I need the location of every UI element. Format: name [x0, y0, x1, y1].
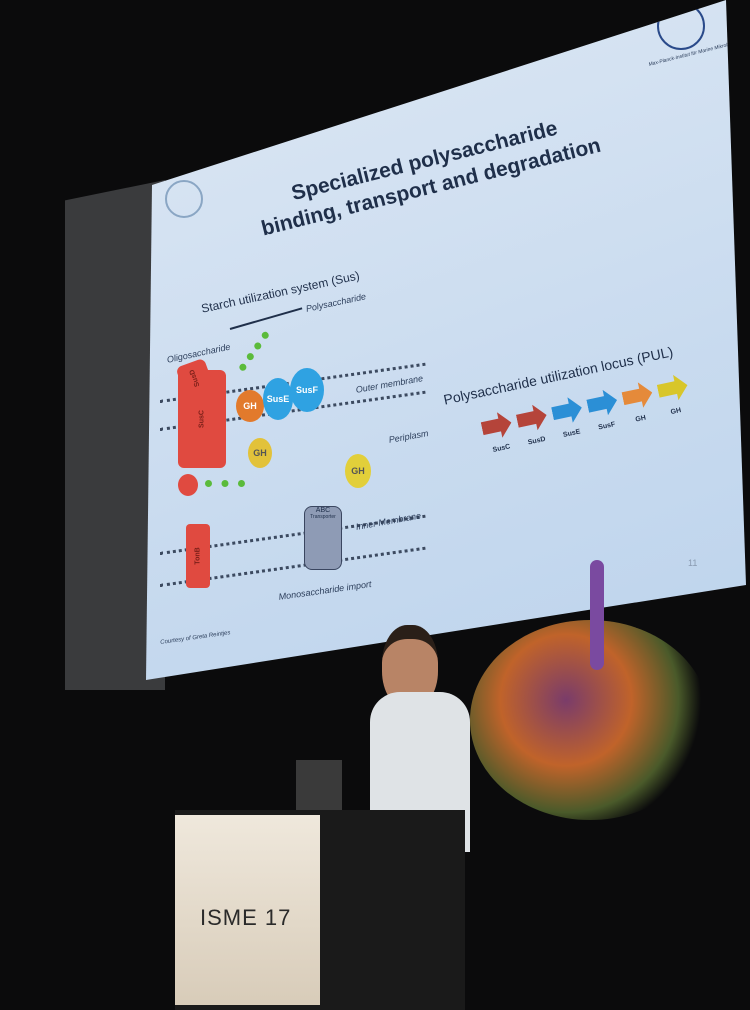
gene-arrow-suse	[550, 395, 585, 427]
page-number: 11	[688, 558, 698, 568]
tonb-protein: TonB	[186, 524, 210, 588]
arrow-line	[229, 307, 303, 330]
pul-gene-row: SusC SusD SusE SusF GH GH	[470, 322, 723, 460]
flower-arrangement	[430, 560, 750, 860]
label-periplasm: Periplasm	[388, 428, 430, 445]
susf-protein: SusF	[290, 368, 324, 412]
tonb-label: TonB	[194, 547, 202, 565]
tonb-domain	[178, 474, 198, 496]
gene-arrow-susc	[479, 410, 514, 442]
abc-label: ABC	[315, 507, 331, 514]
oligo-beads	[205, 480, 245, 495]
mpi-logo-right	[657, 2, 705, 50]
podium-sign: ISME 17	[200, 905, 292, 930]
speaker	[370, 620, 480, 852]
label-monosaccharide-import: Monosaccharide import	[278, 578, 373, 602]
gene-label: SusD	[527, 435, 547, 447]
gene-arrow-gh2	[655, 372, 690, 404]
label-polysaccharide: Polysaccharide	[305, 291, 367, 314]
gene-arrow-susd	[515, 402, 550, 434]
label-inner-membrane: Inner Membrane	[355, 510, 422, 532]
mpi-logo-left	[165, 180, 203, 218]
slide-title: Specialized polysaccharide binding, tran…	[252, 106, 604, 243]
sus-heading: Starch utilization system (Sus)	[200, 268, 361, 316]
gene-label: SusE	[562, 428, 582, 439]
gh-periplasm: GH	[248, 438, 272, 468]
susc-label: SusC	[198, 410, 206, 428]
gene-label: SusC	[492, 443, 512, 454]
gene-arrow-gh1	[620, 380, 655, 412]
abc-transporter: ABC Transporter	[304, 506, 342, 570]
suse-protein: SusE	[263, 378, 293, 420]
microphones	[296, 760, 342, 810]
poly-chain	[237, 330, 276, 376]
credit-text: Courtesy of Greta Reintjes	[160, 630, 231, 646]
gene-label: GH	[670, 407, 682, 417]
gene-label: SusF	[597, 421, 616, 432]
susd-label: SusD	[188, 368, 202, 388]
gh-free: GH	[345, 454, 371, 488]
gh-outer: GH	[236, 390, 264, 422]
podium-front-panel	[175, 815, 320, 1005]
gene-arrow-susf	[585, 387, 620, 419]
gene-label: GH	[634, 414, 647, 424]
transporter-label: Transporter	[310, 514, 336, 520]
